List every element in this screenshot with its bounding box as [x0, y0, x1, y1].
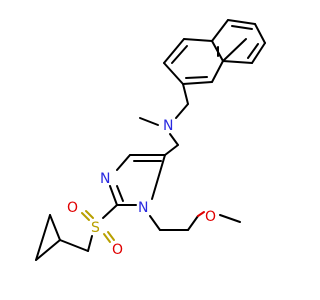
bond: [116, 154, 131, 171]
bond: [149, 215, 161, 231]
atom-o-ether: O: [205, 209, 216, 225]
bond: [183, 38, 213, 42]
atom-s-sulfonyl: S: [91, 220, 100, 236]
bond: [171, 45, 188, 64]
bond: [164, 144, 179, 156]
bond: [35, 239, 61, 261]
bond: [185, 76, 208, 79]
molecule-structure: N N N O S O O: [35, 19, 266, 261]
atom-n-imine: N: [100, 171, 110, 187]
bond: [251, 42, 266, 64]
bond: [211, 19, 229, 42]
bond: [247, 43, 259, 59]
cyclopropyl-group: [35, 214, 61, 261]
imidazole-ring: [109, 154, 166, 206]
bond: [163, 62, 184, 85]
bond: [187, 215, 199, 231]
bond: [211, 60, 224, 83]
bond: [231, 25, 253, 30]
bond: [59, 239, 89, 252]
atom-o-sulfonyl-1: O: [67, 200, 78, 216]
bond: [103, 233, 111, 243]
bond: [139, 117, 159, 126]
bond: [81, 212, 90, 221]
atom-o-sulfonyl-2: O: [112, 242, 123, 258]
bond: [182, 81, 213, 85]
bond: [182, 83, 189, 105]
bond: [49, 214, 61, 241]
bond: [227, 19, 256, 25]
bond: [169, 133, 179, 146]
bond: [163, 38, 185, 64]
atom-n-substituted: N: [138, 200, 148, 216]
naphthalene-group: [163, 19, 266, 85]
bond: [109, 185, 118, 206]
bond: [222, 38, 247, 62]
bond: [85, 210, 94, 219]
bond: [254, 23, 266, 44]
atom-n-amine: N: [163, 118, 173, 134]
bond: [219, 214, 241, 223]
bond: [35, 214, 51, 261]
bond: [222, 60, 253, 64]
bond: [175, 103, 189, 119]
bond: [116, 185, 124, 202]
bond: [102, 204, 118, 219]
bond: [107, 231, 115, 241]
bond: [197, 211, 205, 217]
bond: [151, 154, 166, 200]
bond: [87, 235, 93, 252]
